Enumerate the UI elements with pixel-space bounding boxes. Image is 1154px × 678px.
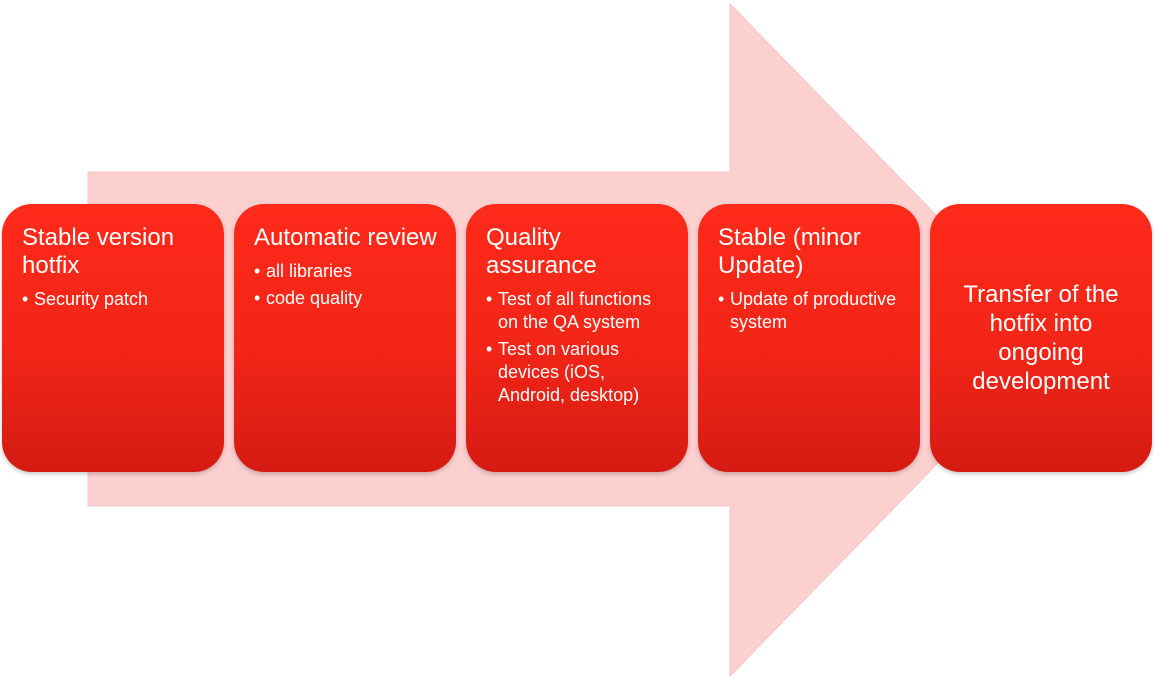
bullet-text: Security patch [34,289,149,309]
bullet-text: Update of productive system [730,289,897,332]
step-title: Automatic review [254,224,437,251]
step-bullet-list: •Security patch [22,288,210,311]
bullet-dot-icon: • [718,289,725,309]
bullet-dot-icon: • [486,289,493,309]
step-bullet: •Test of all functions on the QA system [486,288,674,334]
step-bullet-list: •Update of productive system [718,288,906,334]
step-bullet: •code quality [254,287,442,310]
step-bullet-list: •all libraries •code quality [254,260,442,310]
bullet-text: all libraries [266,261,353,281]
step-stable-minor-update: Stable (minor Update) •Update of product… [698,204,920,472]
step-bullet-list: •Test of all functions on the QA system … [486,288,674,407]
bullet-dot-icon: • [486,339,493,359]
bullet-text: Test on various devices (iOS, Android, d… [498,339,640,405]
bullet-dot-icon: • [22,289,29,309]
bullet-text: Test of all functions on the QA system [498,289,652,332]
step-automatic-review: Automatic review •all libraries •code qu… [234,204,456,472]
step-bullet: •all libraries [254,260,442,283]
step-title: Transfer of the hotfix into ongoing deve… [963,281,1119,395]
step-title: Stable version hotfix [22,224,175,279]
bullet-dot-icon: • [254,288,261,308]
step-title: Stable (minor Update) [718,224,861,279]
bullet-dot-icon: • [254,261,261,281]
step-quality-assurance: Quality assurance •Test of all functions… [466,204,688,472]
step-bullet: •Security patch [22,288,210,311]
bullet-text: code quality [266,288,363,308]
step-title: Quality assurance [486,224,597,279]
step-bullet: •Test on various devices (iOS, Android, … [486,338,674,407]
step-stable-version-hotfix: Stable version hotfix •Security patch [2,204,224,472]
step-transfer-hotfix: Transfer of the hotfix into ongoing deve… [930,204,1152,472]
step-bullet: •Update of productive system [718,288,906,334]
